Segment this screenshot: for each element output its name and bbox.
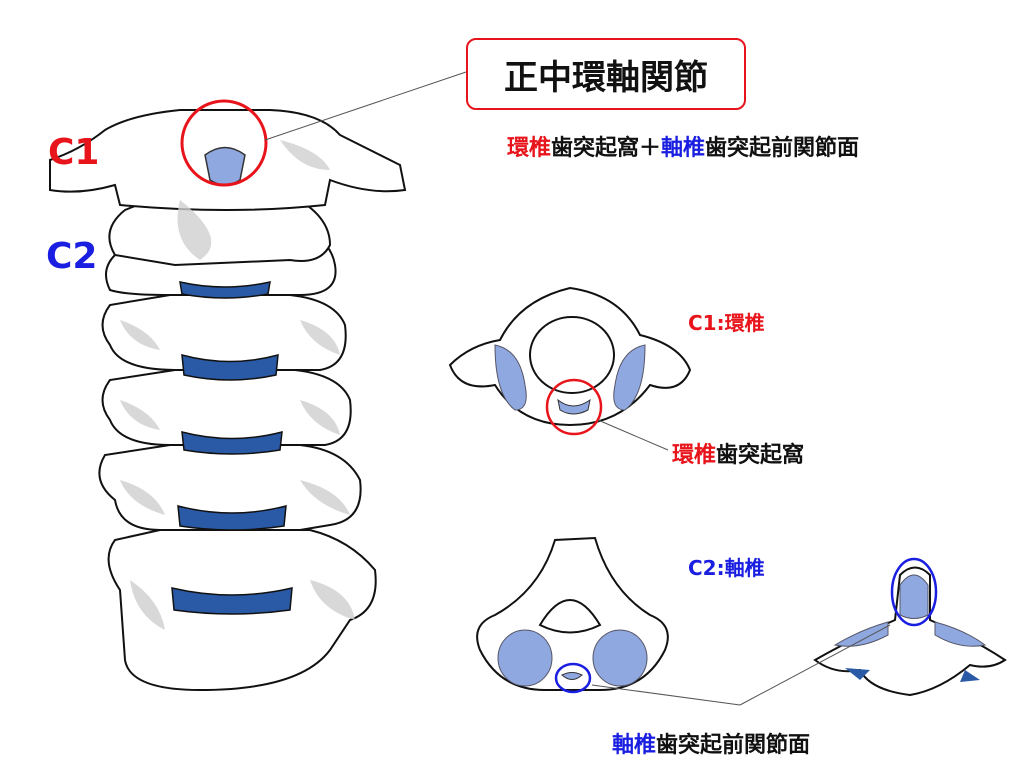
vertebra-c5 (101, 369, 352, 446)
c1-annotation: 環椎歯突起窩 (672, 437, 804, 469)
c1-view-label: C1:環椎 (688, 311, 765, 335)
c2-side-view (813, 557, 1007, 697)
title-box: 正中環軸関節 (466, 38, 746, 110)
intervertebral-discs (171, 281, 293, 615)
c1-top-view (448, 286, 692, 451)
c2-annotation-colored: 軸椎 (612, 733, 657, 758)
formula-facet: 歯突起前関節面 (705, 136, 860, 161)
c2-spine-label: C2 (46, 236, 98, 277)
c2-annotation-rest: 歯突起前関節面 (656, 733, 811, 758)
formula-axis: 軸椎 (661, 136, 706, 161)
joint-highlight-circle (180, 99, 268, 187)
c1-spine-label: C1 (48, 132, 100, 173)
joint-formula: 環椎歯突起窩＋軸椎歯突起前関節面 (507, 130, 859, 162)
vertebra-c4 (101, 294, 347, 371)
vertebra-c6 (98, 444, 362, 531)
dens-facet (204, 146, 246, 186)
c2-annotation: 軸椎歯突起前関節面 (612, 727, 810, 759)
formula-fovea: 歯突起窩＋ (551, 136, 662, 161)
c1-annotation-rest: 歯突起窩 (716, 443, 805, 468)
formula-atlas: 環椎 (507, 136, 552, 161)
c1-annotation-colored: 環椎 (672, 443, 717, 468)
c2-view-label: C2:軸椎 (688, 556, 765, 580)
c2-top-view (476, 536, 669, 694)
